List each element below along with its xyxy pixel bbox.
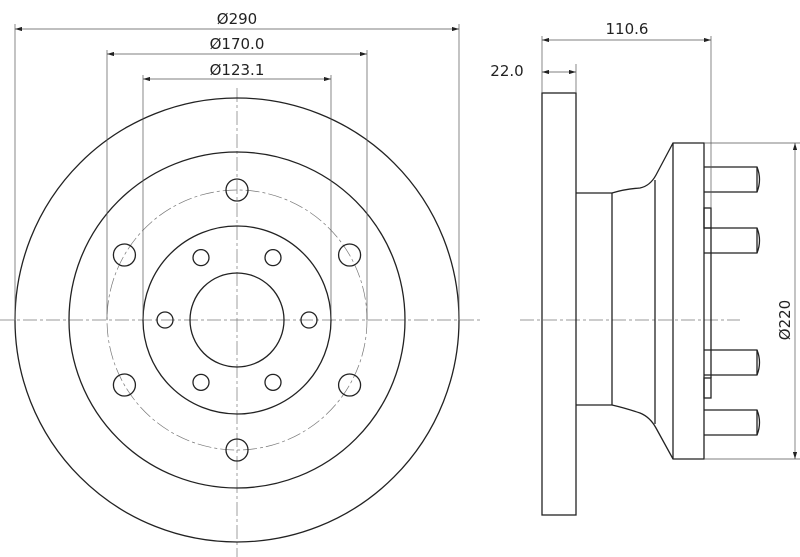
- small-hole: [300, 311, 318, 329]
- hub-body: [576, 142, 705, 460]
- small-hole: [264, 248, 282, 267]
- large-hole: [225, 178, 249, 202]
- small-hole: [192, 248, 210, 267]
- large-hole: [112, 243, 137, 267]
- outer-diameter-label: Ø290: [217, 10, 257, 28]
- overall-height-label: 110.6: [606, 20, 649, 38]
- wheel-stud: [704, 166, 761, 193]
- disc-thickness-label: 22.0: [490, 62, 523, 80]
- small-hole: [264, 373, 282, 392]
- small-hole: [156, 311, 174, 329]
- large-hole: [337, 243, 362, 267]
- friction-ring-inner-edge: [68, 151, 406, 489]
- center-bore: [189, 272, 285, 368]
- front-view: Ø290 Ø170.0 Ø123.1: [0, 10, 480, 557]
- large-hole: [337, 373, 362, 397]
- pilot-tab: [703, 207, 712, 229]
- bolt-circle-label: Ø170.0: [210, 35, 265, 53]
- side-view: 110.6 22.0 Ø220: [490, 20, 800, 516]
- small-holes: [156, 248, 318, 392]
- flange-diameter-label: Ø220: [776, 300, 794, 340]
- small-hole: [192, 373, 210, 392]
- wheel-stud: [704, 409, 761, 436]
- wheel-stud: [704, 227, 761, 254]
- pilot-tab: [703, 377, 712, 399]
- inner-diameter-label: Ø123.1: [210, 61, 265, 79]
- disc-section: [541, 92, 577, 516]
- large-hole: [225, 438, 249, 462]
- wheel-studs: [704, 166, 761, 436]
- wheel-stud: [704, 349, 761, 376]
- large-hole: [112, 373, 137, 397]
- large-holes: [112, 178, 362, 462]
